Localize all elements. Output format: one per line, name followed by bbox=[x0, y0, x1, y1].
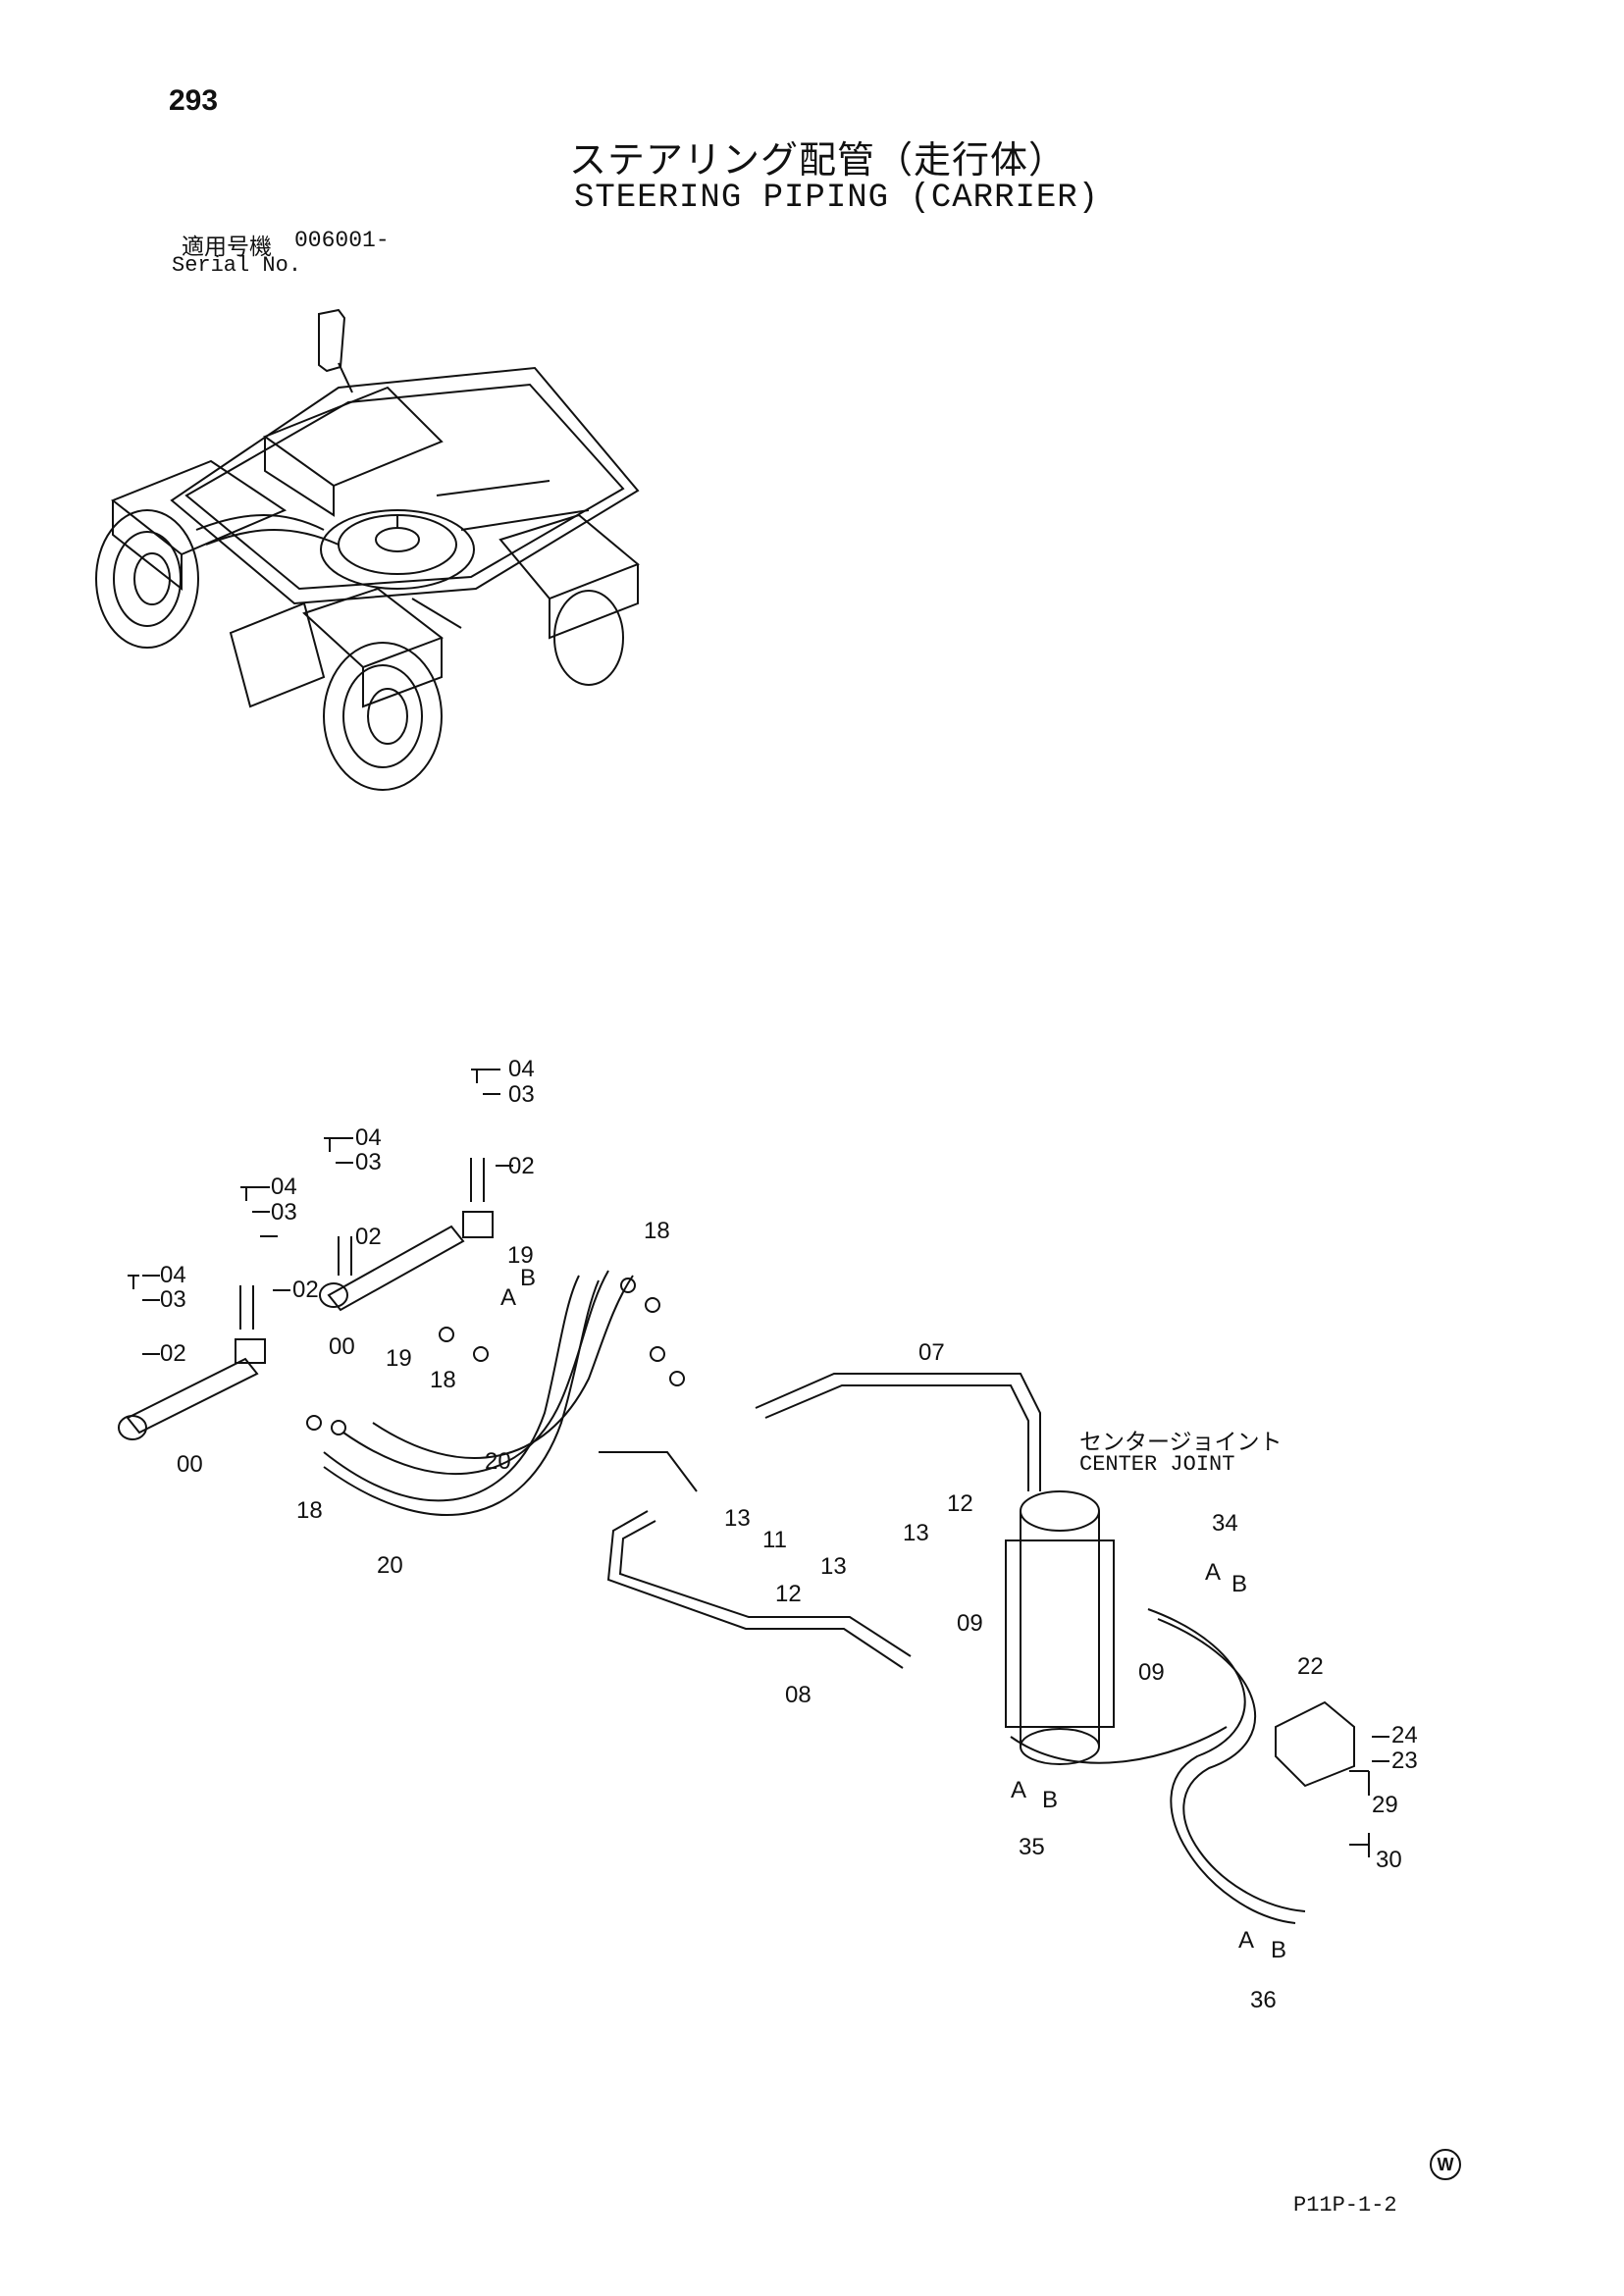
serial-label-english: Serial No. bbox=[172, 253, 302, 278]
callout-03: 03 bbox=[160, 1286, 186, 1313]
port-label-b: B bbox=[1271, 1937, 1286, 1963]
callout-02: 02 bbox=[160, 1340, 186, 1367]
callout-04: 04 bbox=[508, 1056, 535, 1082]
w-circle-mark: W bbox=[1430, 2149, 1461, 2180]
center-joint-label-japanese: センタージョイント bbox=[1079, 1430, 1283, 1455]
callout-03: 03 bbox=[271, 1199, 297, 1226]
callout-30: 30 bbox=[1376, 1847, 1402, 1873]
callout-35: 35 bbox=[1019, 1834, 1045, 1860]
callout-02: 02 bbox=[292, 1277, 319, 1303]
callout-23: 23 bbox=[1391, 1748, 1418, 1774]
callout-20: 20 bbox=[377, 1552, 403, 1579]
callout-13: 13 bbox=[820, 1553, 847, 1580]
callout-02: 02 bbox=[508, 1153, 535, 1179]
callout-09: 09 bbox=[1138, 1659, 1165, 1686]
callout-09: 09 bbox=[957, 1610, 983, 1637]
callout-12: 12 bbox=[775, 1581, 802, 1607]
page-title-japanese: ステアリング配管（走行体） bbox=[569, 138, 1068, 182]
callout-19: 19 bbox=[507, 1242, 534, 1269]
port-label-b: B bbox=[1042, 1787, 1058, 1813]
callout-13: 13 bbox=[903, 1520, 929, 1546]
callout-labels: 04 03 02 04 03 02 04 03 02 04 03 02 00 0… bbox=[160, 1056, 1418, 2013]
callout-04: 04 bbox=[355, 1124, 382, 1151]
port-label-b: B bbox=[1231, 1571, 1247, 1597]
callout-34: 34 bbox=[1212, 1510, 1238, 1537]
callout-04: 04 bbox=[160, 1262, 186, 1288]
callout-12: 12 bbox=[947, 1490, 973, 1517]
callout-24: 24 bbox=[1391, 1722, 1418, 1748]
page-number: 293 bbox=[169, 84, 219, 117]
port-label-a: A bbox=[1238, 1927, 1254, 1954]
carrier-illustration bbox=[95, 308, 640, 791]
callout-20: 20 bbox=[485, 1448, 511, 1475]
port-label-a: A bbox=[500, 1284, 516, 1311]
center-joint-label-english: CENTER JOINT bbox=[1079, 1452, 1235, 1477]
serial-label-japanese: 適用号機 bbox=[182, 235, 272, 260]
callout-11: 11 bbox=[762, 1527, 787, 1553]
port-label-a: A bbox=[1205, 1559, 1221, 1586]
callout-36: 36 bbox=[1250, 1987, 1277, 2013]
callout-13: 13 bbox=[724, 1505, 751, 1532]
piping-diagram bbox=[118, 1069, 1389, 1924]
port-label-a: A bbox=[1011, 1777, 1026, 1803]
callout-22: 22 bbox=[1297, 1653, 1324, 1680]
callout-19: 19 bbox=[386, 1345, 412, 1372]
serial-number-value: 006001- bbox=[294, 228, 390, 253]
callout-18: 18 bbox=[296, 1497, 323, 1524]
page-code: P11P-1-2 bbox=[1293, 2193, 1397, 2218]
callout-03: 03 bbox=[508, 1081, 535, 1108]
callout-18: 18 bbox=[644, 1218, 670, 1244]
callout-02: 02 bbox=[355, 1224, 382, 1250]
callout-08: 08 bbox=[785, 1682, 812, 1708]
callout-03: 03 bbox=[355, 1149, 382, 1175]
page-title-english: STEERING PIPING (CARRIER) bbox=[574, 180, 1100, 217]
callout-18: 18 bbox=[430, 1367, 456, 1393]
callout-00: 00 bbox=[329, 1333, 355, 1360]
callout-00: 00 bbox=[177, 1451, 203, 1478]
callout-04: 04 bbox=[271, 1174, 297, 1200]
port-label-b: B bbox=[520, 1265, 536, 1291]
callout-29: 29 bbox=[1372, 1792, 1398, 1818]
callout-07: 07 bbox=[918, 1339, 945, 1366]
